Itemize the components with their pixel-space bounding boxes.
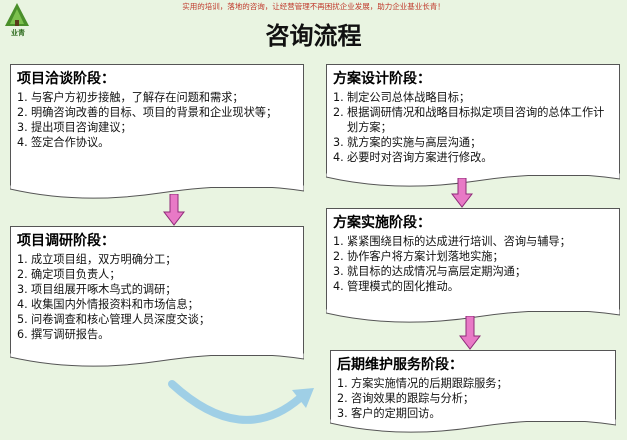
stage-item-list: 1.成立项目组，双方明确分工； 2.确定项目负责人； 3.项目组展开啄木鸟式的调… xyxy=(17,252,297,342)
item-text: 撰写调研报告。 xyxy=(31,328,110,341)
flow-arrow-down xyxy=(459,316,481,350)
item-number: 2. xyxy=(333,250,344,263)
item-text: 协作客户将方案计划落地实施； xyxy=(347,250,504,263)
stage-heading: 后期维护服务阶段： xyxy=(337,357,463,373)
list-item: 1.制定公司总体战略目标； xyxy=(333,90,613,105)
item-text: 就目标的达成情况与高层定期沟通； xyxy=(347,265,527,278)
item-number: 3. xyxy=(333,136,344,149)
list-item: 3.提出项目咨询建议； xyxy=(17,120,297,135)
list-item: 2.协作客户将方案计划落地实施； xyxy=(333,249,613,264)
list-item: 4.收集国内外情报资料和市场信息； xyxy=(17,297,297,312)
card-wave-edge xyxy=(330,419,616,433)
stage-item-list: 1.与客户方初步接触，了解存在问题和需求； 2.明确咨询改善的目标、项目的背景和… xyxy=(17,90,297,150)
item-number: 4. xyxy=(17,136,28,149)
list-item: 1.与客户方初步接触，了解存在问题和需求； xyxy=(17,90,297,105)
item-number: 1. xyxy=(333,235,344,248)
item-text: 确定项目负责人； xyxy=(31,268,121,281)
item-number: 1. xyxy=(17,91,28,104)
stage-card-implementation: 方案实施阶段： 1.紧紧围绕目标的达成进行培训、咨询与辅导； 2.协作客户将方案… xyxy=(326,208,620,323)
list-item: 1.成立项目组，双方明确分工； xyxy=(17,252,297,267)
list-item: 2.咨询效果的跟踪与分析； xyxy=(337,391,609,406)
item-number: 4. xyxy=(333,151,344,164)
item-text: 根据调研情况和战略目标拟定项目咨询的总体工作计划方案； xyxy=(347,106,605,134)
item-number: 1. xyxy=(337,377,348,390)
stage-card-negotiation: 项目洽谈阶段： 1.与客户方初步接触，了解存在问题和需求； 2.明确咨询改善的目… xyxy=(10,64,304,199)
stage-item-list: 1.方案实施情况的后期跟踪服务； 2.咨询效果的跟踪与分析； 3.客户的定期回访… xyxy=(337,376,609,421)
item-number: 6. xyxy=(17,328,28,341)
item-text: 明确咨询改善的目标、项目的背景和企业现状等； xyxy=(31,106,278,119)
flow-curve-arrow xyxy=(168,380,314,424)
list-item: 4.签定合作协议。 xyxy=(17,135,297,150)
item-number: 3. xyxy=(17,283,28,296)
item-text: 项目组展开啄木鸟式的调研； xyxy=(31,283,177,296)
list-item: 2.明确咨询改善的目标、项目的背景和企业现状等； xyxy=(17,105,297,120)
item-text: 制定公司总体战略目标； xyxy=(347,91,471,104)
stage-heading: 方案实施阶段： xyxy=(333,215,431,231)
flow-arrow-down xyxy=(451,178,473,208)
item-number: 2. xyxy=(17,106,28,119)
item-text: 提出项目咨询建议； xyxy=(31,121,132,134)
card-wave-edge xyxy=(10,353,304,367)
item-text: 紧紧围绕目标的达成进行培训、咨询与辅导； xyxy=(347,235,571,248)
item-text: 管理模式的固化推动。 xyxy=(347,280,459,293)
list-item: 3.就目标的达成情况与高层定期沟通； xyxy=(333,264,613,279)
list-item: 2.确定项目负责人； xyxy=(17,267,297,282)
item-text: 必要时对咨询方案进行修改。 xyxy=(347,151,493,164)
item-text: 与客户方初步接触，了解存在问题和需求； xyxy=(31,91,244,104)
list-item: 5.问卷调查和核心管理人员深度交谈； xyxy=(17,312,297,327)
stage-heading: 项目洽谈阶段： xyxy=(17,71,115,87)
list-item: 3.项目组展开啄木鸟式的调研； xyxy=(17,282,297,297)
item-text: 成立项目组，双方明确分工； xyxy=(31,253,177,266)
item-number: 4. xyxy=(17,298,28,311)
stage-item-list: 1.制定公司总体战略目标； 2.根据调研情况和战略目标拟定项目咨询的总体工作计划… xyxy=(333,90,613,165)
list-item: 2.根据调研情况和战略目标拟定项目咨询的总体工作计划方案； xyxy=(333,105,613,135)
stage-card-maintenance: 后期维护服务阶段： 1.方案实施情况的后期跟踪服务； 2.咨询效果的跟踪与分析；… xyxy=(330,350,616,433)
item-number: 3. xyxy=(17,121,28,134)
list-item: 3.就方案的实施与高层沟通； xyxy=(333,135,613,150)
item-number: 1. xyxy=(333,91,344,104)
item-number: 3. xyxy=(333,265,344,278)
item-text: 方案实施情况的后期跟踪服务； xyxy=(351,377,508,390)
list-item: 6.撰写调研报告。 xyxy=(17,327,297,342)
item-number: 2. xyxy=(333,106,344,119)
header-tagline: 实用的培训，落地的咨询，让经营管理不再困扰企业发展，助力企业基业长青！ xyxy=(182,2,445,11)
flow-arrow-down xyxy=(163,194,185,226)
stage-item-list: 1.紧紧围绕目标的达成进行培训、咨询与辅导； 2.协作客户将方案计划落地实施； … xyxy=(333,234,613,294)
card-wave-edge xyxy=(10,185,304,199)
card-wave-edge xyxy=(326,173,620,187)
list-item: 1.紧紧围绕目标的达成进行培训、咨询与辅导； xyxy=(333,234,613,249)
item-text: 问卷调查和核心管理人员深度交谈； xyxy=(31,313,211,326)
item-text: 收集国内外情报资料和市场信息； xyxy=(31,298,199,311)
stage-heading: 方案设计阶段： xyxy=(333,71,431,87)
item-text: 签定合作协议。 xyxy=(31,136,110,149)
page-title: 咨询流程 xyxy=(265,21,362,50)
item-text: 客户的定期回访。 xyxy=(351,407,441,420)
item-number: 3. xyxy=(337,407,348,420)
list-item: 4.管理模式的固化推动。 xyxy=(333,279,613,294)
item-text: 咨询效果的跟踪与分析； xyxy=(351,392,475,405)
stage-card-research: 项目调研阶段： 1.成立项目组，双方明确分工； 2.确定项目负责人； 3.项目组… xyxy=(10,226,304,367)
stage-heading: 项目调研阶段： xyxy=(17,233,115,249)
item-number: 2. xyxy=(17,268,28,281)
list-item: 3.客户的定期回访。 xyxy=(337,406,609,421)
logo-text: 业青 xyxy=(11,29,25,37)
item-number: 1. xyxy=(17,253,28,266)
item-number: 2. xyxy=(337,392,348,405)
item-number: 5. xyxy=(17,313,28,326)
item-number: 4. xyxy=(333,280,344,293)
stage-card-design: 方案设计阶段： 1.制定公司总体战略目标； 2.根据调研情况和战略目标拟定项目咨… xyxy=(326,64,620,187)
item-text: 就方案的实施与高层沟通； xyxy=(347,136,482,149)
company-logo xyxy=(5,3,29,26)
list-item: 1.方案实施情况的后期跟踪服务； xyxy=(337,376,609,391)
list-item: 4.必要时对咨询方案进行修改。 xyxy=(333,150,613,165)
